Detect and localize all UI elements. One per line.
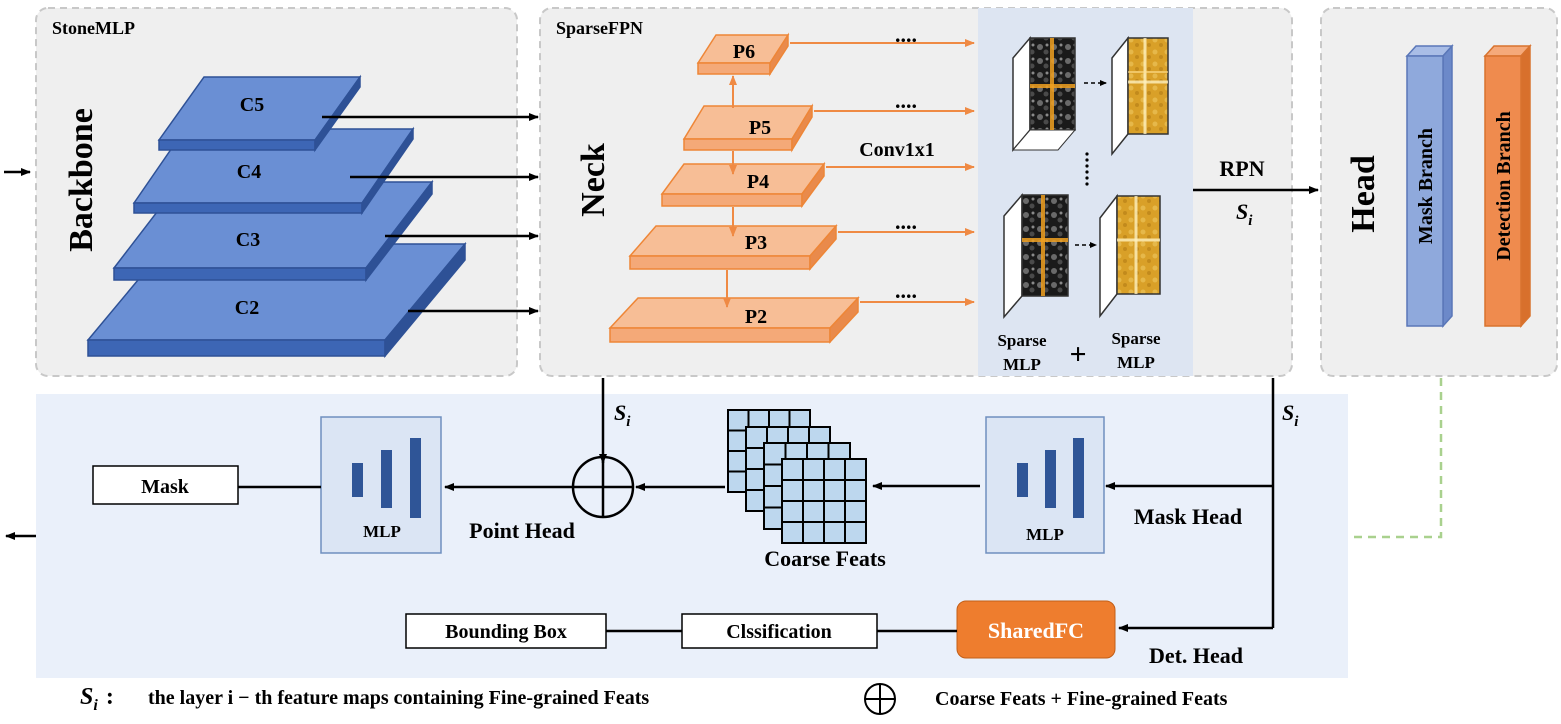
mask-output-label: Mask (141, 476, 190, 498)
si-label-left: Si (614, 400, 631, 430)
legend-oplus-icon (864, 683, 896, 715)
si-right-sub: i (1294, 414, 1299, 430)
pyramid-plate-p2: P2 (608, 296, 860, 344)
mask-output-box: Mask (92, 465, 239, 505)
si-right-base: S (1282, 400, 1294, 425)
si-left-base: S (614, 400, 626, 425)
mask-head-mlp-label: MLP (1026, 525, 1064, 544)
rpn-si: Si (1236, 199, 1253, 229)
backbone-label-c2: C2 (235, 297, 259, 319)
ellipsis-p5: .... (895, 88, 917, 113)
rpn-si-base: S (1236, 199, 1248, 224)
coarse-feats-grids (727, 409, 867, 544)
sparse-feature-map-top-left (1011, 35, 1077, 153)
sparse-mlp-right-line2: MLP (1117, 353, 1155, 372)
mask-head-label: Mask Head (1134, 504, 1242, 529)
backbone-label-c3: C3 (236, 229, 260, 251)
backbone-label: Backbone (63, 108, 100, 252)
coarse-grid-front (781, 458, 867, 544)
pyramid-plate-p3: P3 (628, 223, 838, 272)
backbone-to-neck-arrows (322, 113, 539, 315)
bounding-box-box: Bounding Box (405, 613, 607, 649)
pyramid-to-sparse-arrows (790, 39, 975, 306)
mask-branch-label: Mask Branch (1415, 128, 1437, 244)
si-label-right: Si (1282, 400, 1299, 430)
legend-si: Si: (80, 684, 114, 714)
backbone-label-c5: C5 (240, 94, 264, 116)
detection-branch-block: Detection Branch (1483, 44, 1532, 328)
sparse-feature-map-top-right (1111, 35, 1169, 157)
pyramid-label-p2: P2 (745, 306, 767, 328)
classification-label: Clssification (726, 621, 832, 643)
ellipsis-p3: .... (895, 209, 917, 234)
sparse-mlp-left-line2: MLP (1003, 355, 1041, 374)
head-label: Head (1345, 155, 1382, 233)
mlp-bar-2 (1045, 450, 1056, 508)
ellipsis-p6: .... (895, 22, 917, 47)
pyramid-label-p5: P5 (749, 117, 771, 139)
bounding-box-label: Bounding Box (445, 621, 567, 643)
conv1x1-label: Conv1x1 (859, 139, 935, 161)
backbone-plate-c5: C5 (157, 74, 362, 153)
rpn-label: RPN (1219, 156, 1264, 181)
oplus-symbol (571, 455, 635, 519)
pyramid-label-p3: P3 (745, 232, 767, 254)
si-left-sub: i (626, 414, 631, 430)
mlp-bar-3 (410, 438, 421, 518)
point-head-label: Point Head (469, 518, 575, 543)
stonemlp-title: StoneMLP (52, 18, 135, 38)
sparse-mlp-plus: + (1069, 338, 1086, 371)
classification-box: Clssification (681, 613, 878, 649)
legend-si-colon: : (106, 684, 114, 710)
pyramid-internal-arrows (723, 75, 737, 308)
point-head-mlp-label: MLP (363, 522, 401, 541)
legend-si-base: S (80, 684, 93, 710)
sparse-mlp-left-line1: Sparse (997, 331, 1047, 350)
mlp-bar-1 (352, 463, 363, 497)
pyramid-label-p6: P6 (733, 41, 755, 63)
backbone-label-c4: C4 (237, 161, 261, 183)
mlp-bar-2 (381, 450, 392, 508)
head-panel: Head Mask Branch Detection Branch (1320, 7, 1558, 377)
mask-head-mlp-box: MLP (985, 416, 1105, 554)
legend: Si: the layer i − th feature maps contai… (80, 683, 1228, 715)
mlp-bar-3 (1073, 438, 1084, 518)
point-head-mlp-box: MLP (320, 416, 442, 554)
shared-fc-label: SharedFC (988, 618, 1084, 643)
legend-oplus-description: Coarse Feats + Fine-grained Feats (935, 688, 1228, 710)
vertical-ellipsis (1085, 152, 1089, 186)
mlp-bar-1 (1017, 463, 1028, 497)
legend-si-description: the layer i − th feature maps containing… (148, 687, 649, 709)
shared-fc-box: SharedFC (956, 600, 1116, 659)
legend-si-sub: i (93, 697, 98, 714)
pyramid-label-p4: P4 (747, 171, 769, 193)
pyramid-plate-p5: P5 (682, 103, 814, 153)
neck-label: Neck (575, 143, 612, 217)
pyramid-plate-p6: P6 (696, 32, 790, 77)
head-feedback-dashed-line (1352, 378, 1443, 539)
sparse-mlp-right-line1: Sparse (1111, 329, 1161, 348)
rpn-si-sub: i (1248, 213, 1253, 229)
sparsefpn-title: SparseFPN (556, 18, 643, 38)
mask-branch-block: Mask Branch (1405, 44, 1454, 328)
sparse-feature-map-bottom-right (1099, 193, 1161, 319)
detection-branch-label: Detection Branch (1493, 111, 1515, 260)
coarse-feats-label: Coarse Feats (764, 546, 886, 571)
ellipsis-p2: .... (895, 278, 917, 303)
pyramid-plate-p4: P4 (660, 161, 826, 209)
det-head-label: Det. Head (1149, 643, 1243, 668)
sparse-feature-map-bottom-left (1003, 192, 1069, 320)
